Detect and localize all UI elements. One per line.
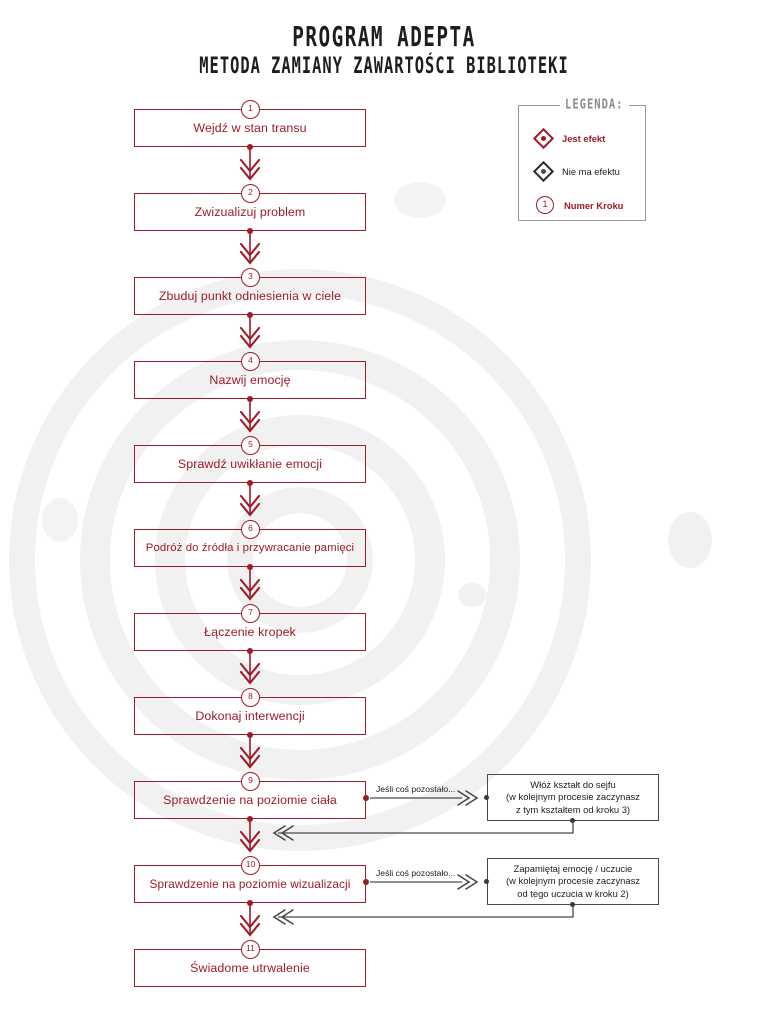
step-dot-9 [247,816,253,822]
circle-number-icon: 1 [536,196,554,214]
legend-label-2: Nie ma efektu [562,166,620,177]
legend-title: LEGENDA: [560,97,629,113]
step-label-1: Wejdź w stan transu [193,121,307,135]
branch-2-line-2: (w kolejnym procesie zaczynasz [506,875,640,887]
step-number-3: 3 [241,268,260,287]
branch-1-line-2: (w kolejnym procesie zaczynasz [506,791,640,803]
branch-2-line-3: od tego uczucia w kroku 2) [517,887,629,899]
step-number-9: 9 [241,772,260,791]
step-dot-10 [247,900,253,906]
step-label-10: Sprawdzenie na poziomie wizualizacji [149,877,351,891]
step-number-8: 8 [241,688,260,707]
step-number-1: 1 [241,100,260,119]
step-number-5: 5 [241,436,260,455]
branch-condition-1: Jeśli coś pozostało... [376,784,456,794]
step-label-4: Nazwij emocję [209,373,291,387]
step-label-3: Zbuduj punkt odniesienia w ciele [158,289,342,303]
branch-box-2[interactable]: Zapamiętaj emocję / uczucie (w kolejnym … [487,858,659,905]
step-label-8: Dokonaj interwencji [195,709,305,723]
legend-label-3: Numer Kroku [564,199,624,211]
step-dot-2 [247,228,253,234]
branch-1-out-dot [570,818,575,823]
step-number-6: 6 [241,520,260,539]
legend-item-nie-ma-efektu: Nie ma efektu [532,160,620,183]
step-dot-7 [247,648,253,654]
step-dot-1 [247,144,253,150]
legend-item-jest-efekt: Jest efekt [532,127,606,150]
branch-2-line-1: Zapamiętaj emocję / uczucie [513,863,633,875]
step-label-2: Zwizualizuj problem [194,205,306,219]
branch-condition-2: Jeśli coś pozostało... [376,868,456,878]
legend-label-1: Jest efekt [562,133,606,144]
step-label-5: Sprawdź uwikłanie emocji [177,457,323,471]
branch-2-in-dot [484,879,489,884]
step-label-6: Podróż do źródła i przywracanie pamięci [145,542,355,554]
step-dot-4 [247,396,253,402]
step-dot-8 [247,732,253,738]
step-branch-dot-9 [363,795,369,801]
diamond-red-icon [532,127,555,150]
branch-1-line-1: Włóż kształt do sejfu [530,779,616,791]
legend-item-numer-kroku: 1 Numer Kroku [536,196,623,214]
step-dot-3 [247,312,253,318]
page-title: PROGRAM ADEPTA METODA ZAMIANY ZAWARTOŚCI… [0,20,768,77]
step-number-10: 10 [241,856,260,875]
step-dot-5 [247,480,253,486]
branch-1-line-3: z tym kształtem od kroku 3) [515,803,631,815]
title-main: PROGRAM ADEPTA [292,20,476,53]
diamond-dark-icon [532,160,555,183]
title-sub: METODA ZAMIANY ZAWARTOŚCI BIBLIOTEKI [199,52,569,79]
step-label-7: Łączenie kropek [204,625,296,639]
step-label-9: Sprawdzenie na poziomie ciała [163,793,337,807]
step-dot-6 [247,564,253,570]
step-number-11: 11 [241,940,260,959]
step-label-11: Świadome utrwalenie [190,961,310,975]
step-number-2: 2 [241,184,260,203]
step-number-7: 7 [241,604,260,623]
branch-1-in-dot [484,795,489,800]
branch-box-1[interactable]: Włóż kształt do sejfu (w kolejnym proces… [487,774,659,821]
step-number-4: 4 [241,352,260,371]
branch-2-out-dot [570,902,575,907]
step-branch-dot-10 [363,879,369,885]
